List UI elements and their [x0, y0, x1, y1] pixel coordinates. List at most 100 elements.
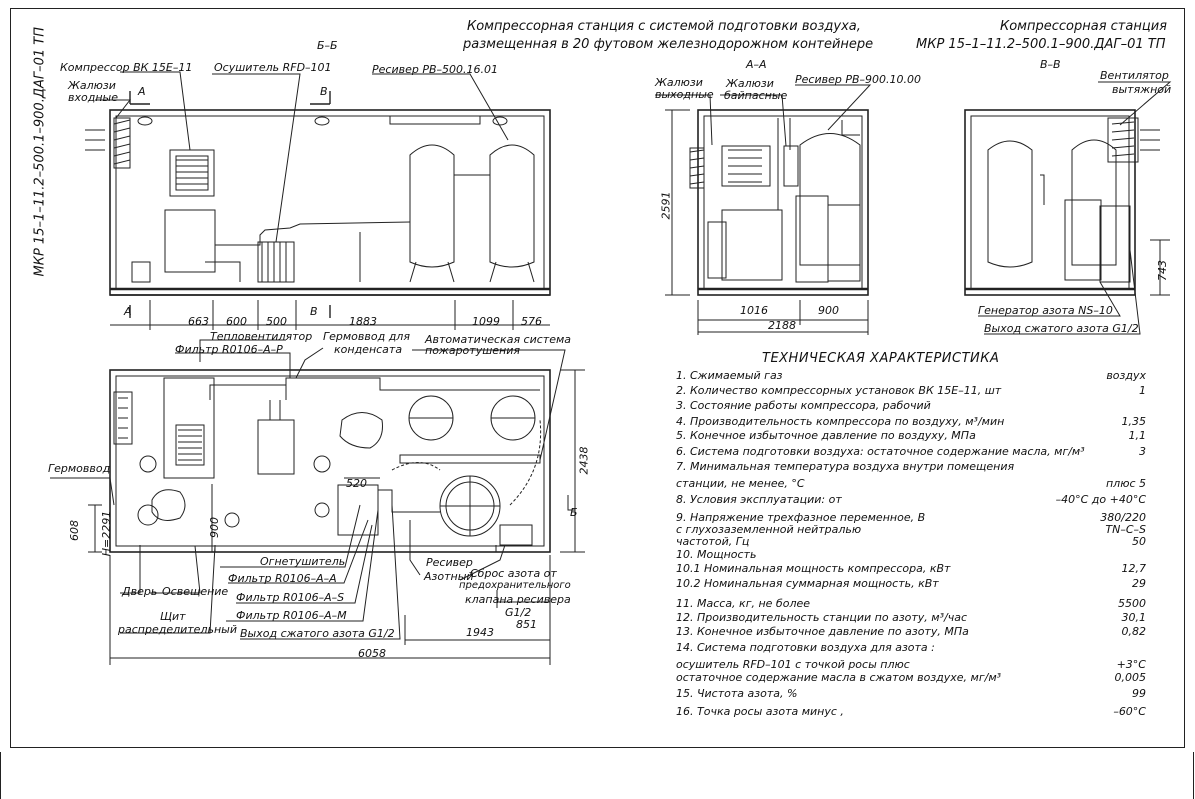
spec-row: 4. Производительность компрессора по воз…: [676, 416, 1146, 430]
end-view-b: [964, 81, 1172, 335]
spec-label: 12. Производительность станции по азоту,…: [676, 611, 968, 624]
dim-1099: 1099: [472, 315, 500, 328]
label-extinguisher: Огнетушитель: [260, 555, 346, 568]
spec-value: 0,82: [1121, 625, 1147, 638]
section-a-bottom: А: [124, 305, 132, 318]
label-filter-m: Фильтр R0106–А–М: [236, 609, 347, 622]
label-seal: Гермоввод: [48, 462, 111, 475]
spec-label: 10.1 Номинальная мощность компрессора, к…: [676, 562, 951, 575]
spec-label: 3. Состояние работы компрессора, рабочий: [676, 399, 931, 412]
spec-label: станции, не менее, °С: [676, 477, 805, 490]
section-a-top: А: [138, 85, 146, 98]
dim-h2291: Н=2291: [100, 510, 114, 557]
label-filter-p: Фильтр R0106–А–Р: [175, 343, 283, 356]
label-outlet-n2-plan: Выход сжатого азота G1/2: [240, 627, 395, 640]
label-fire-2: пожаротушения: [425, 344, 520, 357]
bottom-margin: [0, 752, 1194, 799]
dim-1883: 1883: [349, 315, 377, 328]
spec-row: 13. Конечное избыточное давление по азот…: [676, 626, 1146, 640]
label-heater: Тепловентилятор: [210, 330, 313, 343]
spec-label: 10. Мощность: [676, 548, 757, 561]
spec-label: 2. Количество компрессорных установок ВК…: [676, 384, 1002, 397]
label-panel-1: Щит: [160, 610, 186, 623]
spec-label: 7. Минимальная температура воздуха внутр…: [676, 460, 1015, 473]
spec-row: 12. Производительность станции по азоту,…: [676, 612, 1146, 626]
spec-heading: ТЕХНИЧЕСКАЯ ХАРАКТЕРИСТИКА: [762, 351, 1000, 366]
dim-900: 900: [818, 304, 839, 317]
label-seal-cond-2: конденсата: [334, 343, 403, 356]
spec-label: 13. Конечное избыточное давление по азот…: [676, 625, 969, 638]
dim-663: 663: [188, 315, 209, 328]
dim-743: 743: [1156, 260, 1169, 281]
view-label-vv: В–В: [1040, 58, 1061, 71]
label-receiver-900: Ресивер РВ–900.10.00: [795, 73, 921, 86]
label-panel-2: распределительный: [118, 623, 237, 636]
dim-6058: 6058: [358, 647, 386, 660]
dim-2188: 2188: [768, 319, 796, 332]
spec-label: 8. Условия эксплуатации: от: [676, 493, 842, 506]
spec-value: 380/220: [1100, 511, 1146, 524]
spec-label: 15. Чистота азота, %: [676, 687, 798, 700]
label-nitrogen-outlet: Выход сжатого азота G1/2: [984, 322, 1139, 335]
spec-value: 1: [1139, 384, 1146, 397]
label-dryer: Осушитель RFD–101: [214, 61, 332, 74]
spec-label: 16. Точка росы азота минус ,: [676, 705, 844, 718]
spec-label: 6. Система подготовки воздуха: остаточно…: [676, 445, 1085, 458]
spec-value: +3°С: [1116, 658, 1146, 671]
label-louvers-out-2: выходные: [655, 88, 714, 101]
label-seal-cond-1: Гермоввод для: [323, 330, 410, 343]
view-label-bb: Б–Б: [317, 39, 338, 52]
view-label-aa: А–А: [746, 58, 767, 71]
dim-1016: 1016: [740, 304, 768, 317]
label-vent-1: Сброс азота от: [470, 567, 557, 580]
spec-value: –40°С до +40°С: [1055, 493, 1146, 506]
label-compressor: Компрессор ВК 15Е–11: [60, 61, 193, 74]
spec-value: 3: [1139, 445, 1146, 458]
spec-row: 7. Минимальная температура воздуха внутр…: [676, 461, 1146, 475]
spec-label: 10.2 Номинальная суммарная мощность, кВт: [676, 577, 939, 590]
spec-value: 30,1: [1121, 611, 1147, 624]
spec-value: –60°С: [1113, 705, 1146, 718]
dim-520: 520: [346, 477, 367, 490]
spec-label: частотой, Гц: [676, 535, 750, 548]
section-b-top: В: [320, 85, 328, 98]
spec-row: 8. Условия эксплуатации: от –40°С до +40°…: [676, 494, 1146, 508]
spec-value: 29: [1132, 577, 1146, 590]
label-light: Освещение: [162, 585, 229, 598]
label-louvers-out-1: Жалюзи: [655, 76, 703, 89]
title-right-2: МКР 15–1–11.2–500.1–900.ДАГ–01 ТП: [916, 37, 1166, 52]
spec-label: осушитель RFD–101 с точкой росы плюс: [676, 658, 910, 671]
label-louvers-in-1: Жалюзи: [68, 79, 116, 92]
label-vent-3: клапана ресивера: [465, 593, 571, 606]
dim-576: 576: [521, 315, 542, 328]
label-louvers-bypass-2: байпасные: [724, 89, 788, 102]
spec-row: 6. Система подготовки воздуха: остаточно…: [676, 446, 1146, 460]
spec-value: 99: [1132, 687, 1146, 700]
spec-row: 14. Система подготовки воздуха для азота…: [676, 642, 1146, 656]
label-filter-a: Фильтр R0106–А–А: [228, 572, 337, 585]
spec-row: 16. Точка росы азота минус , –60°С: [676, 706, 1146, 720]
label-nitrogen-generator: Генератор азота NS–10: [978, 304, 1113, 317]
spec-value: TN–C–S: [1105, 523, 1146, 536]
spec-label: 14. Система подготовки воздуха для азота…: [676, 641, 935, 654]
title-right-1: Компрессорная станция: [1000, 19, 1167, 34]
dim-851: 851: [516, 618, 537, 631]
dim-608: 608: [68, 520, 81, 541]
section-b-plan: Б: [570, 506, 578, 519]
spec-row: 2. Количество компрессорных установок ВК…: [676, 385, 1146, 399]
spec-label: остаточное содержание масла в сжатом воз…: [676, 671, 1002, 684]
spec-row: с глухозаземленной нейтралью TN–C–S: [676, 524, 1146, 538]
spec-row: 10.1 Номинальная мощность компрессора, к…: [676, 563, 1146, 577]
dim-2591: 2591: [659, 191, 673, 220]
label-vent-4: G1/2: [505, 606, 532, 619]
spec-value: 1,1: [1128, 429, 1147, 442]
spec-label: 9. Напряжение трехфазное переменное, В: [676, 511, 926, 524]
dim-600: 600: [226, 315, 247, 328]
side-view-container: [85, 71, 551, 330]
spec-label: с глухозаземленной нейтралью: [676, 523, 862, 536]
label-door: Дверь: [122, 585, 158, 598]
